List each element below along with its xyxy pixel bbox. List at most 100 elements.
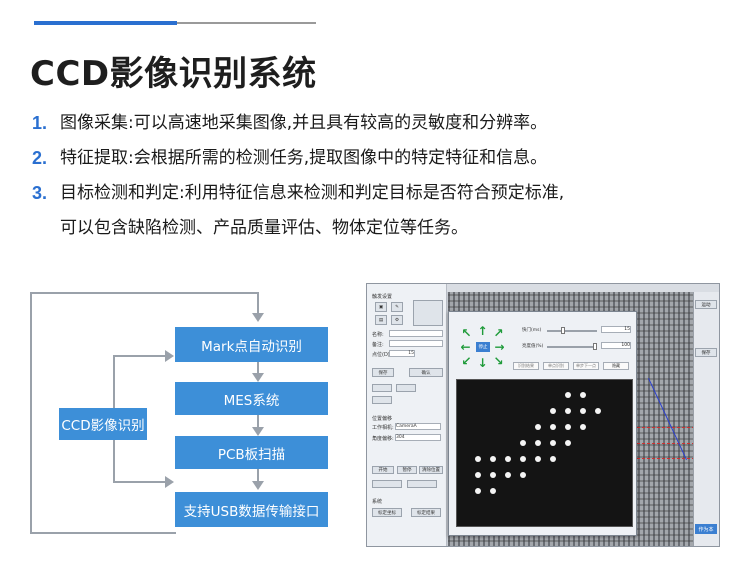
panel-group-title: 触发设置 — [372, 294, 393, 300]
panel-icon-button[interactable]: ▤ — [375, 315, 387, 325]
exposure-field[interactable]: 15 — [601, 326, 631, 333]
confirm-button[interactable]: 确认 — [409, 368, 443, 377]
single-point-button[interactable]: 单点识别 — [543, 362, 569, 370]
camera-value: CameraA — [396, 424, 417, 429]
arrow-up-right-icon[interactable]: ↗ — [493, 326, 504, 340]
camera-select[interactable]: CameraA — [395, 423, 441, 430]
connector-line — [113, 481, 167, 483]
fiducial-dot — [520, 456, 526, 462]
source-box: CCD影像识别 — [59, 408, 147, 440]
feature-number: 3. — [32, 183, 48, 203]
panel-icon-button[interactable]: ✎ — [391, 302, 403, 312]
camera-label: 工作相机: — [372, 425, 394, 431]
guide-line — [637, 458, 695, 459]
recognition-result-button[interactable]: 识别结果 — [513, 362, 539, 370]
camera-view — [456, 379, 633, 527]
fiducial-dot — [490, 472, 496, 478]
fiducial-dot — [535, 440, 541, 446]
step-box: 支持USB数据传输接口 — [175, 492, 328, 527]
feature-item: 3. 目标检测和判定:利用特征信息来检测和判定目标是否符合预定标准, 可以包含缺… — [32, 182, 722, 239]
guide-line — [637, 427, 695, 428]
connector-line — [257, 469, 259, 483]
arrow-down-right-icon[interactable]: ↘ — [493, 354, 504, 368]
fiducial-dot — [580, 392, 586, 398]
arrow-head — [252, 313, 264, 322]
brightness-slider-knob[interactable] — [593, 343, 597, 350]
connector-line — [30, 532, 176, 534]
calibrate-result-button[interactable]: 标定结果 — [411, 508, 441, 517]
fiducial-dot — [535, 424, 541, 430]
feature-item: 1. 图像采集:可以高速地采集图像,并且具有较高的灵敏度和分辨率。 — [32, 112, 722, 134]
fiducial-dot — [475, 488, 481, 494]
panel-button[interactable] — [396, 384, 416, 392]
panel-button[interactable] — [407, 480, 437, 488]
connector-line — [257, 415, 259, 429]
start-button[interactable]: 开始 — [372, 466, 394, 474]
right-button[interactable]: 保存 — [695, 348, 717, 357]
page-title: CCD影像识别系统 — [30, 54, 317, 94]
panel-large-button[interactable] — [413, 300, 443, 326]
fiducial-dot — [475, 456, 481, 462]
feature-list: 1. 图像采集:可以高速地采集图像,并且具有较高的灵敏度和分辨率。 2. 特征提… — [32, 112, 722, 252]
distance-field[interactable]: 15 — [389, 350, 415, 357]
fiducial-dot — [565, 392, 571, 398]
connector-line — [113, 440, 115, 482]
remark-field[interactable] — [389, 340, 443, 347]
feature-number: 2. — [32, 148, 48, 168]
stop-button[interactable]: 停止 — [476, 342, 490, 352]
panel-icon-button[interactable]: ⚙ — [391, 315, 403, 325]
brightness-field[interactable]: 100 — [601, 342, 631, 349]
distance-label: 点位(D) — [372, 352, 390, 358]
fiducial-dot — [475, 472, 481, 478]
remark-label: 备注: — [372, 342, 384, 348]
arrow-left-icon[interactable]: ← — [460, 340, 471, 354]
distance-value: 15 — [408, 351, 414, 356]
panel-button[interactable] — [372, 384, 392, 392]
arrow-right-icon[interactable]: → — [494, 340, 505, 354]
exposure-value: 15 — [624, 327, 630, 332]
hide-button[interactable]: 隐藏 — [603, 362, 629, 370]
arrow-down-left-icon[interactable]: ↙ — [461, 354, 472, 368]
right-toolbar: 运动 保存 作为本 — [693, 292, 719, 546]
save-button[interactable]: 保存 — [372, 368, 394, 377]
window-titlebar — [367, 284, 719, 292]
feature-text-continuation: 可以包含缺陷检测、产品质量评估、物体定位等任务。 — [60, 218, 468, 238]
header-accent-bar — [34, 21, 177, 25]
fiducial-dot — [520, 440, 526, 446]
exposure-slider-knob[interactable] — [561, 327, 565, 334]
connector-line — [30, 292, 32, 533]
panel-button[interactable] — [372, 480, 402, 488]
right-primary-button[interactable]: 作为本 — [695, 524, 717, 534]
fiducial-dot — [550, 408, 556, 414]
clear-button[interactable]: 清除位置 — [419, 466, 443, 474]
right-button[interactable]: 运动 — [695, 300, 717, 309]
fiducial-dot — [580, 424, 586, 430]
name-label: 名称: — [372, 332, 384, 338]
connector-line — [257, 292, 259, 316]
panel-icon-button[interactable]: ▣ — [375, 302, 387, 312]
arrow-down-icon[interactable]: ↓ — [477, 356, 488, 370]
pause-button[interactable]: 暂停 — [397, 466, 417, 474]
angle-select[interactable]: 304 — [395, 434, 441, 441]
brightness-slider[interactable] — [547, 346, 597, 348]
brightness-label: 亮度值(%) — [522, 344, 544, 349]
fiducial-dot — [520, 472, 526, 478]
fiducial-dot — [565, 424, 571, 430]
exposure-slider[interactable] — [547, 330, 597, 332]
fiducial-dot — [565, 440, 571, 446]
arrow-head — [252, 427, 264, 436]
arrow-head — [165, 350, 174, 362]
fiducial-dot — [490, 488, 496, 494]
arrow-up-left-icon[interactable]: ↖ — [461, 326, 472, 340]
header-divider — [177, 22, 316, 24]
feature-text: 图像采集:可以高速地采集图像,并且具有较高的灵敏度和分辨率。 — [60, 113, 548, 133]
exposure-label: 快门(ms) — [522, 328, 542, 333]
arrow-up-icon[interactable]: ↑ — [477, 324, 488, 338]
flow-diagram: CCD影像识别 Mark点自动识别 MES系统 PCB板扫描 支持USB数据传输… — [28, 285, 360, 540]
name-field[interactable] — [389, 330, 443, 337]
calibrate-button[interactable]: 标定坐标 — [372, 508, 402, 517]
brightness-value: 100 — [621, 343, 630, 348]
system-label: 系统 — [372, 499, 383, 505]
next-point-button[interactable]: 单步下一点 — [573, 362, 599, 370]
panel-button[interactable] — [372, 396, 392, 404]
